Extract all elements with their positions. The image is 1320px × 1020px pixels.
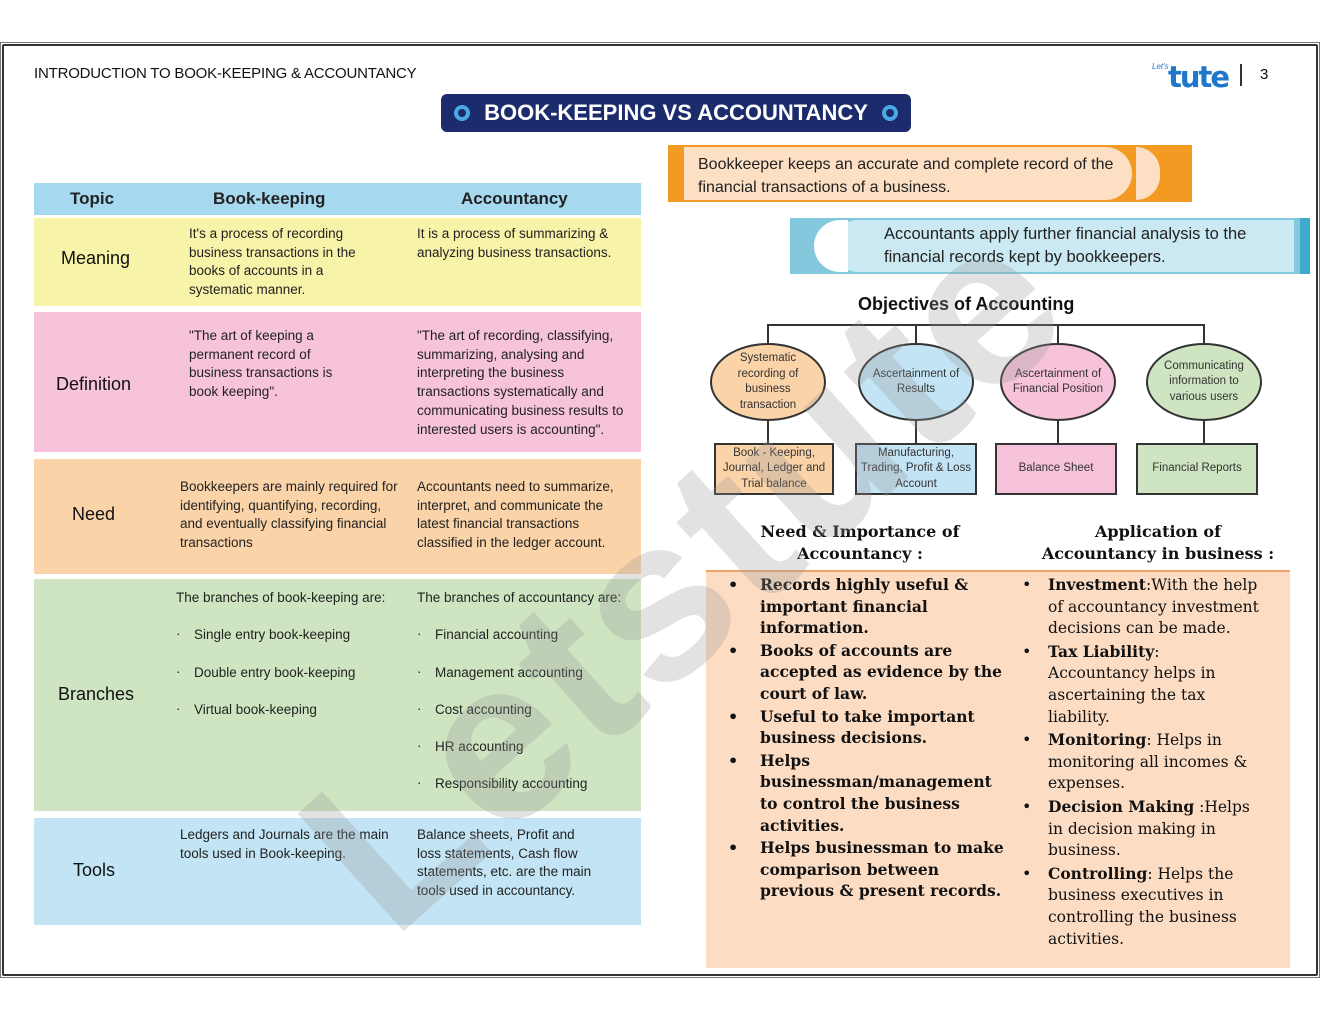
list-item: Controlling: Helps the business executiv…: [1022, 863, 1262, 950]
term: Investment: [1048, 575, 1146, 594]
result-bookkeeping: Book - Keeping, Journal, Ledger and Tria…: [714, 443, 834, 495]
table-header: Topic Book-keeping Accountancy: [34, 183, 641, 215]
running-head: INTRODUCTION TO BOOK-KEEPING & ACCOUNTAN…: [34, 65, 417, 82]
header-divider: [1240, 64, 1242, 86]
application-heading: Application of Accountancy in business :: [1041, 522, 1275, 563]
result-financial-reports: Financial Reports: [1136, 443, 1258, 495]
table-row-tools: Tools Ledgers and Journals are the main …: [34, 818, 641, 925]
list-item: Monitoring: Helps in monitoring all inco…: [1022, 729, 1262, 795]
header-accountancy: Accountancy: [461, 189, 568, 208]
list-item: Management accounting: [417, 663, 639, 683]
list-item: Useful to take important business decisi…: [708, 706, 1008, 749]
topic-cell: Tools: [73, 860, 116, 880]
list-item: Investment:With the help of accountancy …: [1022, 574, 1262, 640]
page-title: BOOK-KEEPING VS ACCOUNTANCY: [484, 100, 868, 125]
accountancy-cell: The branches of accountancy are: Financi…: [417, 589, 639, 813]
letstute-logo: Let's tute: [1152, 58, 1230, 94]
gear-icon: [881, 105, 898, 121]
list-item: Cost accounting: [417, 700, 639, 720]
table-row-meaning: Meaning It's a process of recording busi…: [34, 218, 641, 306]
accountancy-cell: Balance sheets, Profit and loss statemen…: [417, 827, 592, 899]
list-item: Double entry book-keeping: [176, 663, 411, 683]
comparison-table: Topic Book-keeping Accountancy Meaning I…: [34, 183, 641, 925]
logo-main-text: tute: [1168, 60, 1230, 94]
list-item: Virtual book-keeping: [176, 700, 411, 720]
branches-intro: The branches of accountancy are:: [417, 590, 622, 605]
logo-small-text: Let's: [1152, 62, 1169, 71]
list-item: Decision Making :Helps in decision makin…: [1022, 796, 1262, 862]
callout-text: Bookkeeper keeps an accurate and complet…: [684, 147, 1132, 200]
term: Decision Making: [1048, 796, 1195, 816]
gear-icon: [454, 105, 471, 121]
application-list: Investment:With the help of accountancy …: [1022, 574, 1262, 951]
objective-position: Ascertainment of Financial Position: [1000, 343, 1116, 421]
topic-cell: Branches: [58, 684, 135, 704]
objective-results: Ascertainment of Results: [858, 343, 974, 421]
list-item: Books of accounts are accepted as eviden…: [708, 640, 1008, 705]
list-item: Financial accounting: [417, 625, 639, 645]
topic-cell: Definition: [56, 374, 132, 394]
title-banner: BOOK-KEEPING VS ACCOUNTANCY: [441, 94, 911, 132]
list-item: Single entry book-keeping: [176, 625, 411, 645]
objective-recording: Systematic recording of business transac…: [710, 343, 826, 421]
bookkeeping-cell: "The art of keeping a permanent record o…: [189, 328, 333, 400]
accountancy-cell: Accountants need to summarize, interpret…: [417, 479, 614, 551]
list-item: Helps businessman to make comparison bet…: [708, 837, 1008, 902]
list-item: Tax Liability: Accountancy helps in asce…: [1022, 641, 1262, 728]
need-list: Records highly useful & important financ…: [708, 574, 1008, 903]
list-item: Helps businessman/management to control …: [708, 750, 1008, 836]
table-row-branches: Branches The branches of book-keeping ar…: [34, 579, 641, 811]
term: Controlling: [1048, 863, 1148, 883]
accountancy-cell: "The art of recording, classifying, summ…: [417, 328, 624, 437]
header-topic: Topic: [70, 189, 115, 208]
bookkeeping-cell: The branches of book-keeping are: Single…: [176, 589, 411, 738]
topic-cell: Need: [72, 504, 116, 524]
term: Monitoring: [1048, 730, 1147, 750]
tree-connector: [767, 324, 1204, 326]
list-item: Responsibility accounting: [417, 775, 639, 794]
result-balance-sheet: Balance Sheet: [995, 443, 1117, 495]
callout-text: Accountants apply further financial anal…: [832, 220, 1294, 272]
accountants-callout: Accountants apply further financial anal…: [790, 218, 1310, 274]
topic-cell: Meaning: [61, 248, 131, 268]
accountancy-cell: It is a process of summarizing & analyzi…: [417, 226, 612, 260]
result-accounts: Manufacturing, Trading, Profit & Loss Ac…: [855, 443, 977, 495]
bookkeeping-cell: Bookkeepers are mainly required for iden…: [180, 479, 398, 551]
objectives-title: Objectives of Accounting: [858, 294, 1075, 314]
term: Tax Liability: [1048, 641, 1155, 661]
bookkeeper-callout: Bookkeeper keeps an accurate and complet…: [668, 145, 1192, 202]
bookkeeping-cell: Ledgers and Journals are the main tools …: [180, 827, 389, 861]
list-item: Records highly useful & important financ…: [708, 574, 1008, 639]
bookkeeping-cell: It's a process of recording business tra…: [189, 226, 356, 298]
need-heading: Need & Importance of Accountancy :: [760, 522, 960, 563]
table-row-need: Need Bookkeepers are mainly required for…: [34, 459, 641, 574]
objective-communicating: Communicating information to various use…: [1146, 343, 1262, 421]
list-item: HR accounting: [417, 737, 639, 757]
page-number: 3: [1260, 66, 1269, 83]
branches-intro: The branches of book-keeping are:: [176, 590, 386, 605]
table-row-definition: Definition "The art of keeping a permane…: [34, 312, 641, 452]
header-bookkeeping: Book-keeping: [213, 189, 326, 208]
page-border: [2, 44, 1318, 976]
